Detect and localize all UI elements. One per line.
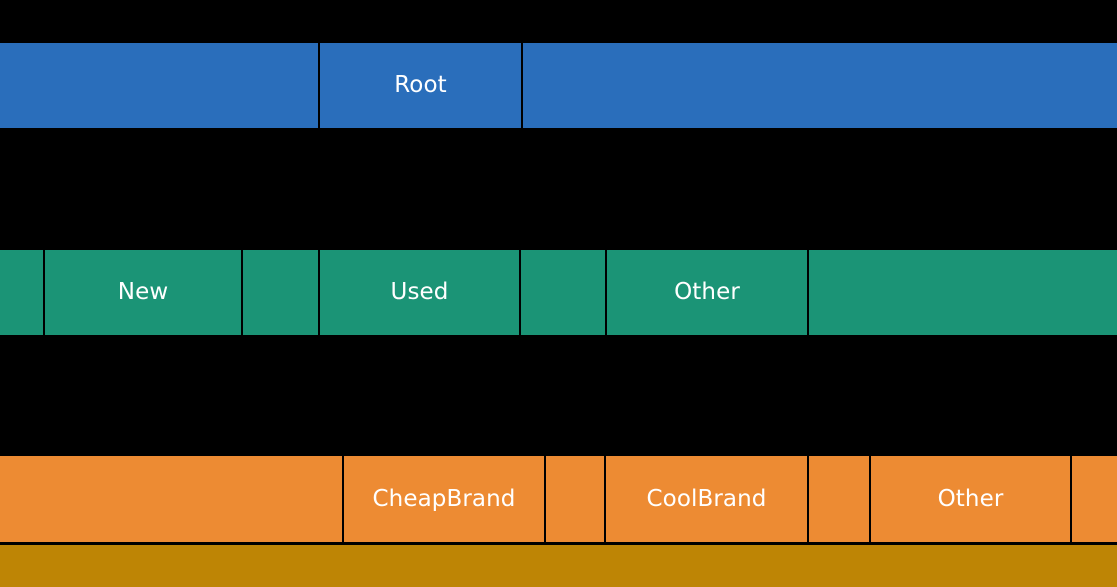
icicle-level-condition-level: New Used Other bbox=[0, 250, 1117, 335]
icicle-node-unlabeled[interactable] bbox=[243, 250, 318, 335]
icicle-node-coolbrand[interactable]: CoolBrand bbox=[606, 456, 807, 542]
icicle-node-unlabeled[interactable] bbox=[0, 545, 1117, 587]
icicle-node-label: New bbox=[117, 279, 169, 305]
icicle-node-unlabeled[interactable] bbox=[0, 456, 342, 542]
icicle-node-label: Root bbox=[394, 72, 447, 98]
icicle-node-cheapbrand[interactable]: CheapBrand bbox=[344, 456, 544, 542]
icicle-level-root-level: Root bbox=[0, 43, 1117, 128]
icicle-node-unlabeled[interactable] bbox=[523, 43, 1117, 128]
icicle-level-leaf-level bbox=[0, 545, 1117, 587]
icicle-node-label: Other bbox=[674, 279, 740, 305]
icicle-node-new[interactable]: New bbox=[45, 250, 241, 335]
icicle-node-root[interactable]: Root bbox=[320, 43, 521, 128]
icicle-node-unlabeled[interactable] bbox=[1072, 456, 1117, 542]
icicle-level-brand-level: CheapBrand CoolBrand Other bbox=[0, 456, 1117, 542]
icicle-node-unlabeled[interactable] bbox=[521, 250, 605, 335]
icicle-node-unlabeled[interactable] bbox=[809, 250, 1117, 335]
icicle-node-label: Used bbox=[390, 279, 449, 305]
icicle-node-unlabeled[interactable] bbox=[809, 456, 869, 542]
icicle-node-label: Other bbox=[937, 485, 1004, 512]
icicle-node-unlabeled[interactable] bbox=[0, 250, 43, 335]
icicle-node-other[interactable]: Other bbox=[607, 250, 807, 335]
icicle-node-unlabeled[interactable] bbox=[546, 456, 604, 542]
icicle-node-unlabeled[interactable] bbox=[0, 43, 318, 128]
icicle-node-other[interactable]: Other bbox=[871, 456, 1070, 542]
icicle-node-label: CheapBrand bbox=[372, 485, 516, 512]
icicle-node-used[interactable]: Used bbox=[320, 250, 519, 335]
icicle-node-label: CoolBrand bbox=[646, 485, 767, 512]
